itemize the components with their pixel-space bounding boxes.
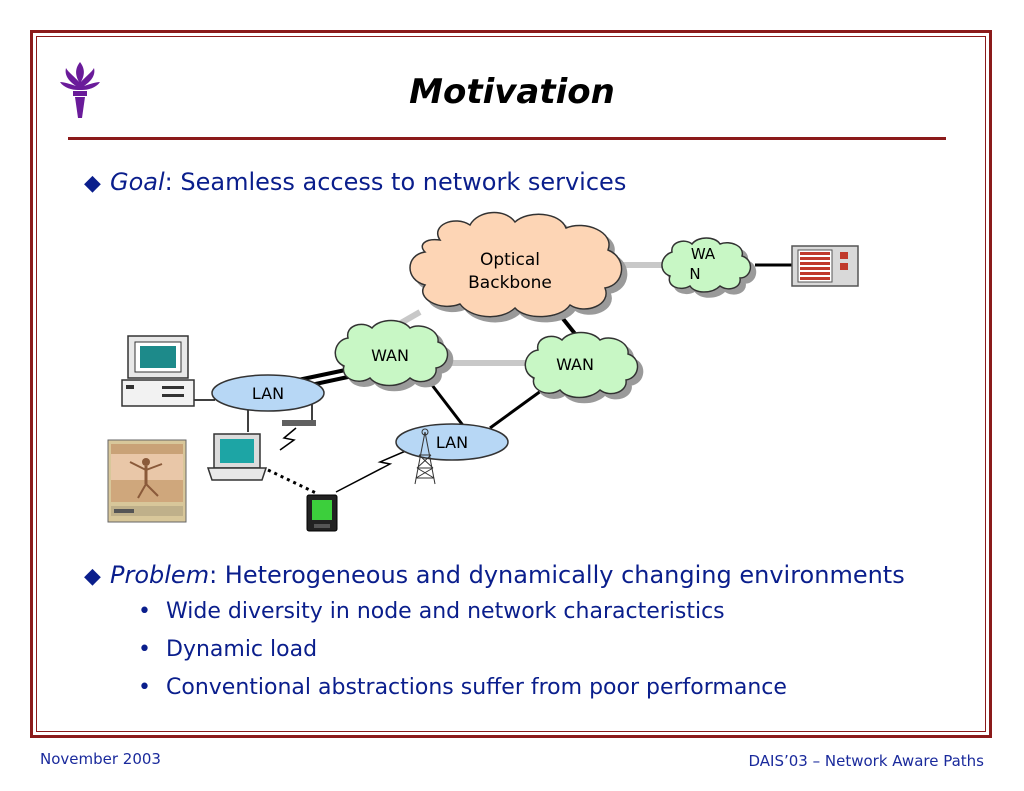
wireless-link-bottom: [335, 449, 409, 493]
sub-bullet-text: Dynamic load: [166, 637, 318, 662]
footer-date: November 2003: [40, 750, 161, 768]
optical-label-1: Optical: [480, 250, 540, 270]
dot-bullet-icon: •: [138, 675, 151, 700]
diamond-bullet-icon: ◆: [84, 564, 101, 589]
sub-bullet: • Dynamic load: [138, 635, 317, 665]
bullet-goal: ◆ Goal: Seamless access to network servic…: [84, 166, 626, 200]
title-divider: [68, 137, 946, 140]
bullet-problem-text: : Heterogeneous and dynamically changing…: [209, 561, 905, 589]
link-wan-lan-bottom: [430, 384, 467, 429]
wan-right-label: WAN: [556, 355, 594, 374]
lan-left-label: LAN: [252, 384, 284, 403]
link-wan-right-lan-bottom: [489, 386, 546, 430]
wan-left-label: WAN: [371, 346, 409, 365]
dot-bullet-icon: •: [138, 637, 151, 662]
wan-top-right-label-1: WA: [691, 245, 716, 263]
bullet-goal-lead: Goal: [110, 168, 165, 196]
desktop-computer-icon: [121, 335, 195, 407]
wireless-signal-icon: [279, 427, 297, 451]
sub-bullet-text: Conventional abstractions suffer from po…: [166, 675, 787, 700]
torch-logo-icon: [60, 62, 100, 118]
optical-backbone-cloud: [409, 211, 623, 318]
wan-top-right-label-2: N: [689, 265, 700, 283]
wan-cloud-top-right: [661, 237, 752, 293]
sub-bullet: • Conventional abstractions suffer from p…: [138, 673, 787, 703]
sub-bullet-text: Wide diversity in node and network chara…: [166, 599, 725, 624]
wan-cloud-left: [334, 319, 449, 387]
slide-frame-outer: [30, 30, 992, 738]
video-thumbnail-image: [107, 439, 187, 523]
slide-title: Motivation: [409, 72, 615, 112]
slide-frame-inner: [36, 36, 986, 732]
diamond-bullet-icon: ◆: [84, 171, 101, 196]
sub-bullet: • Wide diversity in node and network char…: [138, 597, 725, 627]
radio-tower-icon: [414, 428, 436, 485]
optical-label-2: Backbone: [468, 273, 552, 293]
lan-left-ellipse: [211, 374, 325, 412]
wan-cloud-right: [524, 331, 639, 399]
laptop-icon: [206, 433, 268, 481]
bullet-problem-lead: Problem: [110, 561, 210, 589]
bullet-problem: ◆ Problem: Heterogeneous and dynamically …: [84, 559, 905, 593]
bullet-goal-text: : Seamless access to network services: [164, 168, 627, 196]
lan-bottom-ellipse: [395, 423, 509, 461]
infrared-link: [267, 468, 317, 495]
server-rack-icon: [791, 245, 859, 287]
footer-conference: DAIS’03 – Network Aware Paths: [748, 752, 985, 770]
access-point-icon: [282, 420, 316, 426]
dot-bullet-icon: •: [138, 599, 151, 624]
pda-handheld-icon: [306, 494, 338, 532]
lan-bottom-label: LAN: [436, 433, 468, 452]
